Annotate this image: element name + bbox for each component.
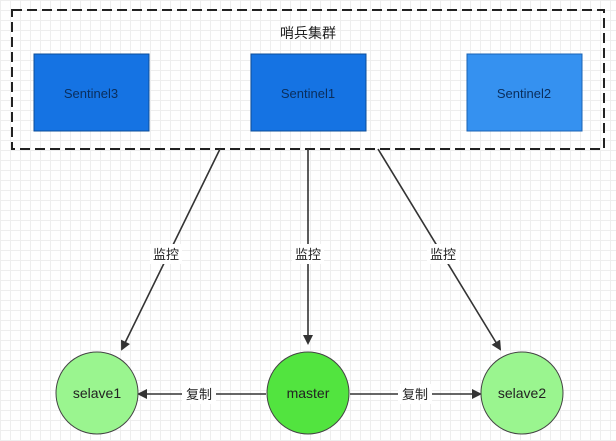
sentinel2-label: Sentinel2 (497, 86, 551, 101)
monitor-label-center: 监控 (295, 248, 321, 263)
sentinel3-box (33, 53, 150, 132)
sentinel1-node[interactable]: Sentinel1 (250, 53, 367, 132)
cluster-title: 哨兵集群 (280, 25, 336, 42)
slave2-node[interactable]: selave2 (480, 351, 564, 435)
replicate-arrow-right: 复制 (350, 384, 482, 404)
monitor-label-left: 监控 (153, 248, 179, 263)
sentinel1-label: Sentinel1 (281, 86, 335, 101)
replicate-label-left: 复制 (186, 388, 212, 403)
sentinel2-box (466, 53, 583, 132)
sentinel3-node[interactable]: Sentinel3 (33, 53, 150, 132)
master-circle (266, 351, 350, 435)
monitor-arrow-left: 监控 (121, 148, 221, 351)
slave1-label: selave1 (73, 385, 121, 401)
master-label: master (287, 385, 330, 401)
replicate-arrow-left: 复制 (137, 384, 266, 404)
monitor-arrow-center: 监控 (292, 149, 324, 345)
master-node[interactable]: master (266, 351, 350, 435)
monitor-arrow-right: 监控 (377, 148, 502, 351)
monitor-label-right: 监控 (430, 248, 456, 263)
slave1-circle (55, 351, 139, 435)
slave2-label: selave2 (498, 385, 546, 401)
sentinel3-label: Sentinel3 (64, 86, 118, 101)
slave2-circle (480, 351, 564, 435)
sentinel1-box (250, 53, 367, 132)
replicate-label-right: 复制 (402, 388, 428, 403)
slave1-node[interactable]: selave1 (55, 351, 139, 435)
sentinel2-node[interactable]: Sentinel2 (466, 53, 583, 132)
